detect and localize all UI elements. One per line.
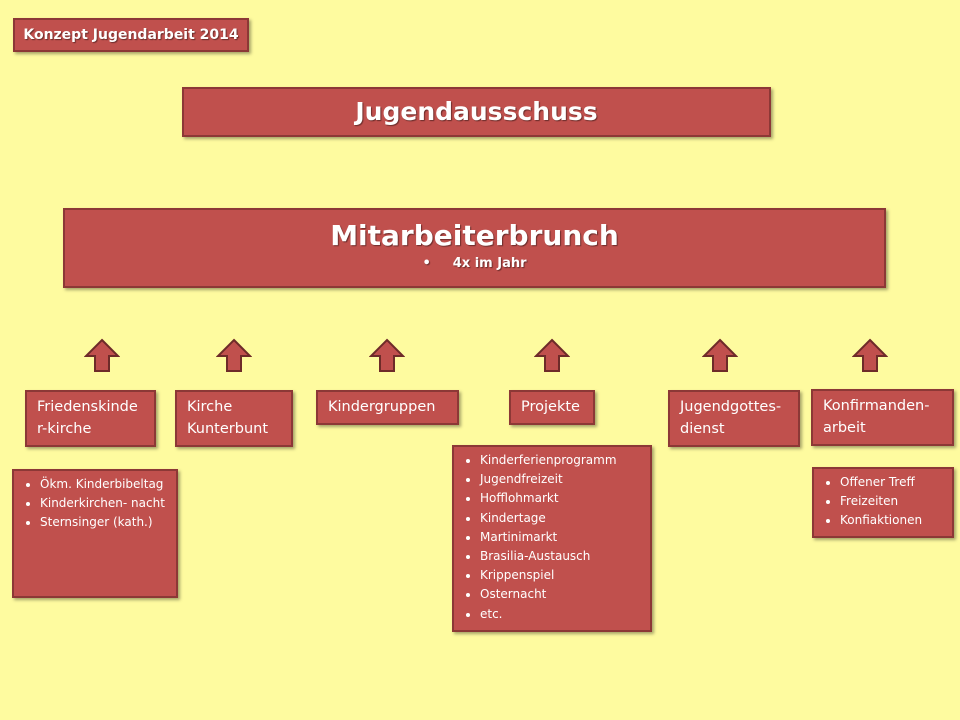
list-item: Kindertage — [480, 509, 646, 528]
list-item: Kinderferienprogramm — [480, 451, 646, 470]
list-item: Jugendfreizeit — [480, 470, 646, 489]
up-arrow-icon — [702, 338, 738, 372]
bullet-icon: • — [422, 256, 431, 271]
category-friedenskinderkirche: Friedenskinde r-kirche — [25, 390, 156, 447]
concept-tag: Konzept Jugendarbeit 2014 — [13, 18, 249, 52]
list-item: Krippenspiel — [480, 566, 646, 585]
category-jugendgottesdienst: Jugendgottes- dienst — [668, 390, 800, 447]
category-konfirmandenarbeit: Konfirmanden- arbeit — [811, 389, 954, 446]
list-item: Freizeiten — [840, 492, 948, 511]
committee-box: Jugendausschuss — [182, 87, 771, 137]
list-item: Brasilia-Austausch — [480, 547, 646, 566]
list-konfirmandenarbeit: Offener Treff Freizeiten Konfiaktionen — [812, 467, 954, 538]
category-kindergruppen: Kindergruppen — [316, 390, 459, 425]
list-item: Kinderkirchen- nacht — [40, 494, 172, 513]
up-arrow-icon — [852, 338, 888, 372]
brunch-box: Mitarbeiterbrunch • 4x im Jahr — [63, 208, 886, 288]
category-kirche-kunterbunt: Kirche Kunterbunt — [175, 390, 293, 447]
up-arrow-icon — [534, 338, 570, 372]
list-friedenskinderkirche: Ökm. Kinderbibeltag Kinderkirchen- nacht… — [12, 469, 178, 598]
list-item: Offener Treff — [840, 473, 948, 492]
list-projekte: Kinderferienprogramm Jugendfreizeit Hoff… — [452, 445, 652, 632]
up-arrow-icon — [369, 338, 405, 372]
list-item: Konfiaktionen — [840, 511, 948, 530]
list-item: Sternsinger (kath.) — [40, 513, 172, 532]
list-item: Osternacht — [480, 585, 646, 604]
brunch-subtitle: 4x im Jahr — [452, 256, 527, 271]
list-item: etc. — [480, 605, 646, 624]
up-arrow-icon — [84, 338, 120, 372]
category-projekte: Projekte — [509, 390, 595, 425]
list-item: Hofflohmarkt — [480, 489, 646, 508]
brunch-subtitle-row: • 4x im Jahr — [65, 256, 884, 271]
brunch-title: Mitarbeiterbrunch — [330, 219, 619, 252]
list-item: Martinimarkt — [480, 528, 646, 547]
up-arrow-icon — [216, 338, 252, 372]
list-item: Ökm. Kinderbibeltag — [40, 475, 172, 494]
